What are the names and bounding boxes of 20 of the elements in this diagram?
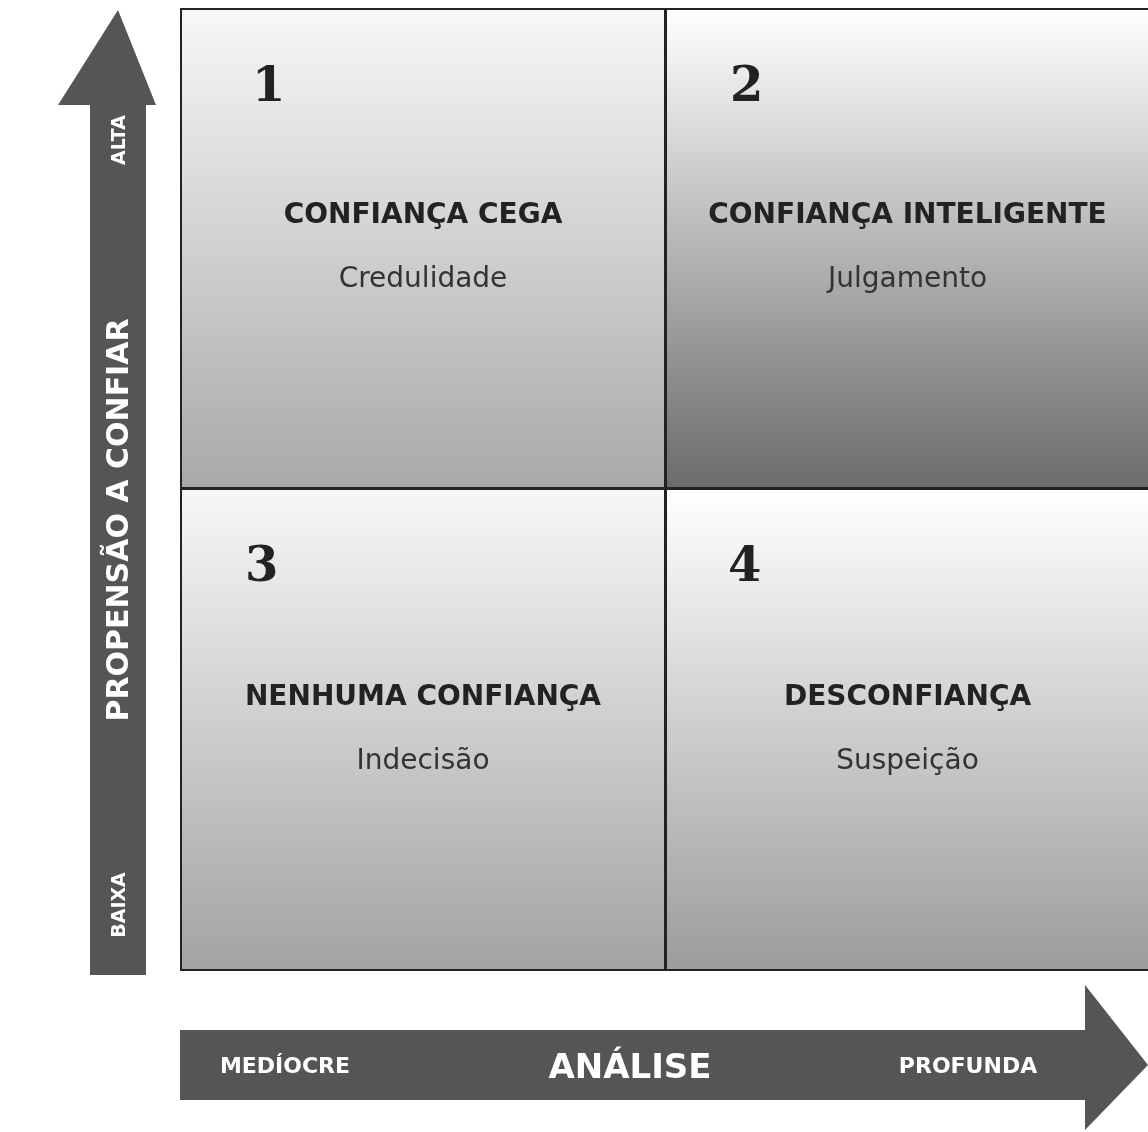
quadrant-box bbox=[180, 8, 666, 489]
axis-label: PROFUNDA bbox=[898, 1055, 1038, 1077]
quadrant-box bbox=[665, 488, 1148, 971]
quadrant-title: CONFIANÇA CEGA bbox=[283, 197, 563, 230]
quadrant-title: DESCONFIANÇA bbox=[783, 679, 1032, 712]
quadrant-box bbox=[180, 488, 666, 971]
quadrant-number: 3 bbox=[245, 540, 279, 588]
quadrant-subtitle: Julgamento bbox=[827, 261, 988, 294]
quadrant-subtitle: Credulidade bbox=[338, 261, 508, 294]
quadrant-number: 2 bbox=[730, 60, 764, 108]
axis-label: BAIXA bbox=[108, 872, 128, 938]
axis-label: ALTA bbox=[108, 115, 128, 165]
quadrant-subtitle: Suspeição bbox=[836, 743, 979, 776]
quadrant-title: CONFIANÇA INTELIGENTE bbox=[708, 197, 1107, 230]
quadrant-number: 1 bbox=[252, 60, 286, 108]
quadrant-title: NENHUMA CONFIANÇA bbox=[244, 679, 602, 712]
quadrant-box bbox=[665, 8, 1148, 489]
quadrant-subtitle: Indecisão bbox=[356, 743, 490, 776]
quadrant-number: 4 bbox=[728, 540, 762, 588]
axis-label: MEDÍOCRE bbox=[219, 1055, 351, 1077]
